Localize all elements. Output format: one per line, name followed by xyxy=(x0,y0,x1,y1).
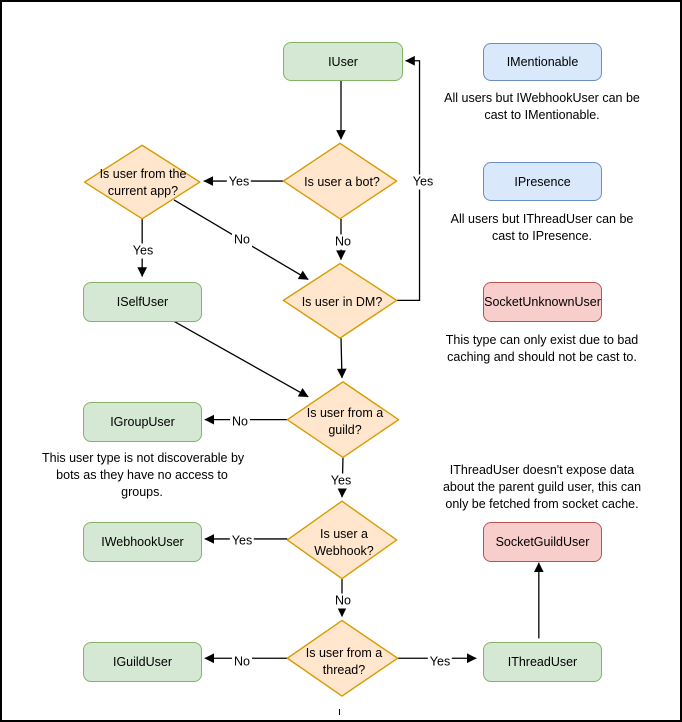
node-socketguilduser: SocketGuildUser xyxy=(483,522,602,562)
edge-label-yes-guild-to-webhook: Yes xyxy=(328,473,354,489)
note-group-line3: groups. xyxy=(121,485,163,499)
note-presence-line2: cast to IPresence. xyxy=(491,229,593,243)
node-ipresence: IPresence xyxy=(483,162,602,201)
decision-shape-from-thread xyxy=(286,619,399,697)
node-iguilduser: IGuildUser xyxy=(83,642,202,682)
node-iwebhookuser: IWebhookUser xyxy=(83,522,202,562)
edge-label-no-webhook-to-thread: No xyxy=(333,593,353,609)
note-thread: IThreadUser doesn't expose data about th… xyxy=(442,462,642,513)
node-socketguilduser-label: SocketGuildUser xyxy=(495,535,590,549)
note-presence-line1: All users but IThreadUser can be xyxy=(450,212,634,226)
decision-is-webhook-label: Is user a Webhook? xyxy=(314,527,374,558)
node-iuser-label: IUser xyxy=(328,54,358,69)
note-mentionable: All users but IWebhookUser can be cast t… xyxy=(442,90,642,124)
edge-label-yes-webhook-to-iwebhook: Yes xyxy=(229,533,255,549)
edge-label-yes-thread-to-ithread: Yes xyxy=(427,654,453,670)
note-unknown: This type can only exist due to bad cach… xyxy=(442,332,642,366)
node-igroupuser: IGroupUser xyxy=(83,402,202,442)
node-iselfuser: ISelfUser xyxy=(83,282,202,322)
node-ipresence-label: IPresence xyxy=(514,174,571,189)
node-imentionable-label: IMentionable xyxy=(506,55,579,69)
edge-label-no-bot-to-dm: No xyxy=(333,234,353,250)
decision-from-guild-label: Is user from a guild? xyxy=(306,406,384,437)
edge-label-yes-dm-to-iuser: Yes xyxy=(410,174,436,190)
node-socketunknownuser: SocketUnknownUser xyxy=(483,282,602,322)
edge-label-yes-app-to-self: Yes xyxy=(130,243,156,259)
edge-indm-to-fromguild xyxy=(336,338,347,379)
note-unknown-line2: caching and should not be cast to. xyxy=(447,350,637,364)
node-ithreaduser-label: IThreadUser xyxy=(507,655,578,669)
decision-shape-from-guild xyxy=(286,381,400,459)
edge-label-yes-bot-to-app: Yes xyxy=(226,174,252,190)
decision-in-dm-label: Is user in DM? xyxy=(301,294,383,309)
node-ithreaduser: IThreadUser xyxy=(483,642,602,682)
decision-shape-is-bot xyxy=(282,142,398,220)
node-iselfuser-label: ISelfUser xyxy=(116,295,169,309)
decision-current-app-label: Is user from the current app? xyxy=(99,167,187,198)
decision-shape-is-webhook xyxy=(286,500,398,580)
note-mentionable-line2: cast to IMentionable. xyxy=(484,108,600,122)
note-presence: All users but IThreadUser can be cast to… xyxy=(442,211,642,245)
node-iuser: IUser xyxy=(283,42,403,81)
edge-iselfuser-to-fromguild xyxy=(171,319,309,398)
decision-shape-in-dm xyxy=(282,262,398,339)
decision-from-thread-label: Is user from a thread? xyxy=(305,646,383,677)
edge-label-no-thread-to-iguild: No xyxy=(232,654,252,670)
note-thread-line3: only be fetched from socket cache. xyxy=(445,497,639,511)
decision-is-bot-label: Is user a bot? xyxy=(304,174,380,189)
node-iwebhookuser-label: IWebhookUser xyxy=(101,535,184,549)
decision-shape-current-app xyxy=(83,144,201,220)
note-thread-line2: about the parent guild user, this can xyxy=(442,480,642,494)
node-socketunknownuser-label: SocketUnknownUser xyxy=(484,295,601,309)
note-group-line2: bots as they have no access to xyxy=(56,468,228,482)
node-iguilduser-label: IGuildUser xyxy=(112,655,173,669)
node-igroupuser-label: IGroupUser xyxy=(110,415,175,429)
note-group: This user type is not discoverable by bo… xyxy=(42,450,245,501)
page-bottom-tick xyxy=(339,709,340,715)
edge-label-no-guild-to-group: No xyxy=(230,414,250,430)
note-thread-line1: IThreadUser doesn't expose data xyxy=(449,463,635,477)
note-unknown-line1: This type can only exist due to bad xyxy=(445,333,639,347)
node-imentionable: IMentionable xyxy=(483,43,602,81)
edge-label-no-app-to-dm: No xyxy=(232,232,252,248)
note-group-line1: This user type is not discoverable by xyxy=(42,451,245,465)
note-mentionable-line1: All users but IWebhookUser can be xyxy=(444,91,640,105)
